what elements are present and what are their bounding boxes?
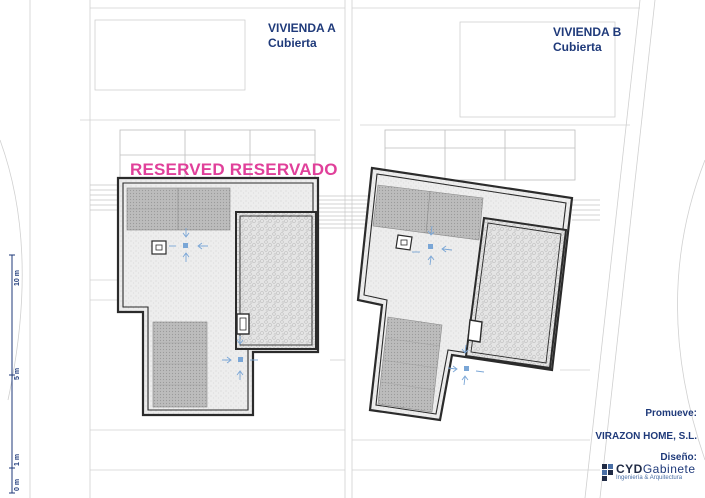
promueve-value: VIRAZON HOME, S.L. xyxy=(595,431,697,442)
vivienda-b-subtitle: Cubierta xyxy=(553,40,602,54)
vivienda-b-title: VIVIENDA B xyxy=(553,25,622,39)
slope-arrows-a xyxy=(169,228,258,380)
drain-icon xyxy=(428,244,433,249)
cyd-gabinete-logo: CYDGabinete Ingeniería & Arquitectura xyxy=(600,462,700,488)
roof-vivienda-a xyxy=(116,176,320,417)
scale-bar xyxy=(9,254,15,494)
solar-panels-a-bottom xyxy=(152,321,208,408)
solar-panels-b-bottom xyxy=(377,316,443,413)
drain-icon xyxy=(238,357,243,362)
drain-icon xyxy=(183,243,188,248)
chimney-b xyxy=(395,234,413,251)
walkway xyxy=(90,184,600,229)
drain-icon xyxy=(464,366,469,371)
reserved-watermark: RESERVED RESERVADO xyxy=(130,160,338,179)
vivienda-a-title: VIVIENDA A xyxy=(268,21,336,35)
scale-mark-1m: 1 m xyxy=(14,453,21,466)
pergola-a xyxy=(119,129,316,179)
diseno-label: Diseño: xyxy=(660,452,697,463)
slope-arrows-b xyxy=(412,225,485,386)
roof-vivienda-b xyxy=(356,166,574,422)
scale-mark-10m: 10 m xyxy=(14,270,21,286)
chimney-a xyxy=(151,240,167,255)
vivienda-a-subtitle: Cubierta xyxy=(268,36,317,50)
scale-mark-0m: 0 m xyxy=(14,478,21,491)
logo-main-text: CYDGabinete xyxy=(616,462,696,476)
promueve-label: Promueve: xyxy=(645,408,697,419)
vent-b xyxy=(467,319,483,343)
logo-subtitle: Ingeniería & Arquitectura xyxy=(616,475,683,481)
skylight-b xyxy=(464,216,568,370)
scale-mark-5m: 5 m xyxy=(14,367,21,380)
pergola-b xyxy=(384,129,576,181)
vent-a xyxy=(236,313,250,335)
